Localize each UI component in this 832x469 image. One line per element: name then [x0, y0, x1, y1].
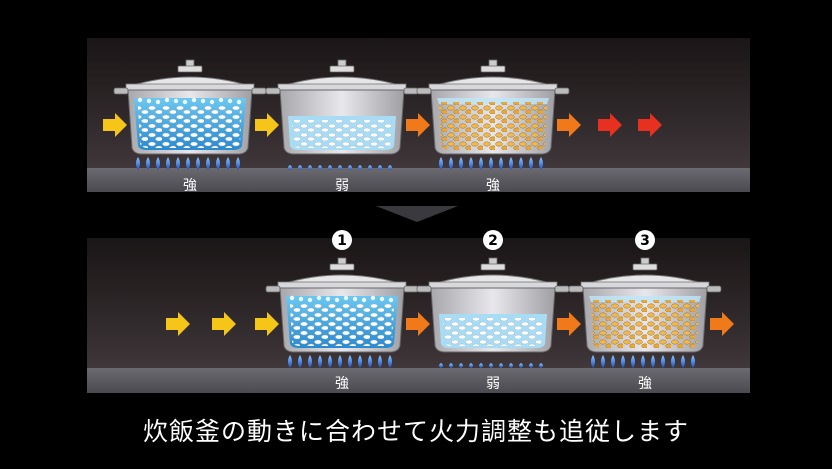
step-badge-2	[483, 230, 503, 250]
white-rice	[292, 120, 392, 148]
down-arrow-icon	[376, 206, 458, 222]
step-number-3: 3	[640, 233, 650, 249]
top-pots-layer	[113, 59, 570, 170]
bottom-burner-label-2: 弱	[486, 376, 500, 392]
top-burner-label-3: 強	[486, 178, 500, 194]
bottom-burner-label-1: 強	[335, 376, 349, 392]
top-pot-3	[416, 59, 570, 170]
bottom-pot-2	[416, 257, 570, 368]
step-badge-3	[635, 230, 655, 250]
top-stove	[87, 168, 750, 192]
arrows-layer	[103, 113, 734, 336]
bottom-arrow-icon-3	[255, 312, 279, 336]
top-arrow-icon-6	[638, 113, 662, 137]
top-pot-1	[113, 59, 267, 170]
top-arrow-icon-3	[406, 113, 430, 137]
cooked-rice	[439, 102, 547, 150]
bottom-pot-3	[568, 257, 722, 368]
step-badge-1	[332, 230, 352, 250]
top-burner-label-1: 強	[183, 178, 197, 194]
cooked-rice	[591, 300, 699, 348]
bottom-pots-layer	[265, 257, 722, 368]
top-burner-label-2: 弱	[335, 178, 349, 194]
bottom-pot-1	[265, 257, 419, 368]
white-rice	[138, 106, 242, 148]
white-rice	[443, 318, 543, 346]
burner-flame-icon	[591, 355, 695, 368]
burner-flame-icon	[136, 157, 240, 170]
bottom-arrow-icon-1	[166, 312, 190, 336]
top-arrow-icon-5	[598, 113, 622, 137]
caption: 炊飯釜の動きに合わせて火力調整も追従します	[142, 417, 689, 446]
bottom-stove	[87, 368, 750, 393]
bottom-arrow-icon-4	[406, 312, 430, 336]
burner-flame-icon	[288, 355, 392, 368]
burner-flame-icon	[439, 363, 543, 368]
bottom-arrow-icon-2	[212, 312, 236, 336]
top-arrow-icon-1	[103, 113, 127, 137]
top-arrow-icon-4	[557, 113, 581, 137]
step-number-2: 2	[488, 233, 498, 249]
bottom-arrow-icon-6	[710, 312, 734, 336]
bottom-arrow-icon-5	[557, 312, 581, 336]
burner-flame-icon	[288, 165, 392, 170]
bottom-burner-label-3: 強	[638, 376, 652, 392]
white-rice	[290, 304, 394, 346]
top-arrow-icon-2	[255, 113, 279, 137]
step-number-1: 1	[337, 233, 347, 249]
top-pot-2	[265, 59, 419, 170]
burner-flame-icon	[439, 157, 543, 170]
